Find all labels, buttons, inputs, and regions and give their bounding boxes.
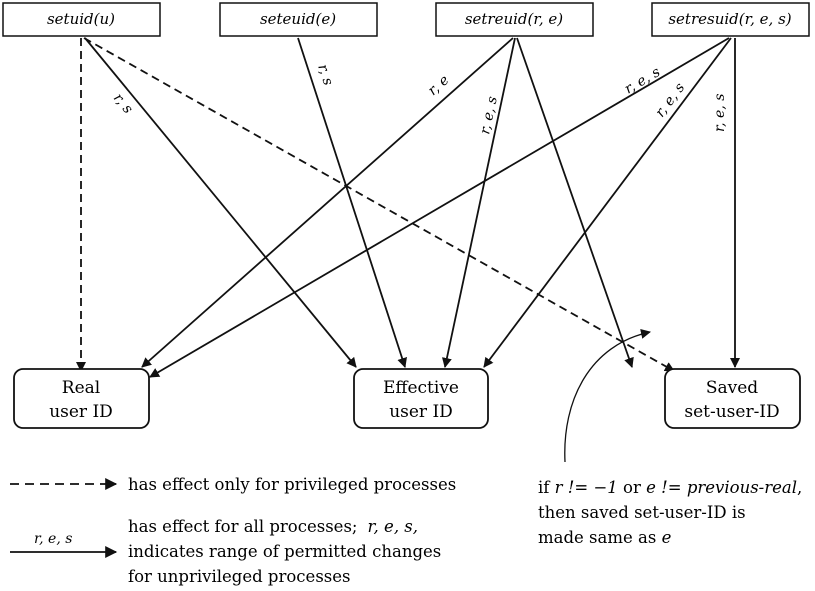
- note-line-3: made same as e: [538, 528, 672, 547]
- svg-text:user ID: user ID: [49, 402, 113, 422]
- svg-text:Real: Real: [62, 378, 100, 398]
- arrow-setuid-effective: [84, 37, 357, 368]
- svg-text:Saved: Saved: [706, 378, 758, 398]
- label-seteuid-effective: r, s: [314, 62, 336, 87]
- legend-solid-text-line2: indicates range of permitted changes: [128, 542, 441, 561]
- legend-dashed-text: has effect only for privileged processes: [128, 475, 456, 494]
- function-setreuid: setreuid(r, e): [435, 2, 594, 37]
- arrow-setresuid-effective: [483, 37, 732, 368]
- svg-text:setuid(u): setuid(u): [47, 10, 115, 28]
- arrow-setreuid-real: [141, 37, 514, 368]
- function-seteuid: seteuid(e): [219, 2, 378, 37]
- legend-solid-label: r, e, s: [34, 531, 72, 547]
- arrow-setreuid-saved: [516, 37, 634, 368]
- label-setresuid-saved: r, e, s: [712, 94, 728, 132]
- svg-text:setreuid(r, e): setreuid(r, e): [465, 10, 563, 28]
- note-line-2: then saved set-user-ID is: [538, 503, 746, 522]
- note-line-1: if r != −1 or e != previous-real,: [538, 478, 802, 497]
- box-saved-set-user-id: Saved set-user-ID: [664, 368, 801, 429]
- svg-text:user ID: user ID: [389, 402, 453, 422]
- label-setresuid-effective: r, e, s: [652, 80, 688, 120]
- svg-text:seteuid(e): seteuid(e): [260, 10, 336, 28]
- note-pointer-arrow: [564, 329, 651, 463]
- svg-text:setresuid(r, e, s): setresuid(r, e, s): [668, 10, 791, 28]
- legend-solid-text: has effect for all processes;r, e, s,: [128, 517, 418, 536]
- label-setresuid-real: r, e, s: [622, 64, 663, 97]
- svg-text:Effective: Effective: [383, 378, 459, 398]
- box-real-user-id: Real user ID: [13, 368, 150, 429]
- arrow-seteuid-effective: [297, 37, 407, 368]
- function-setresuid: setresuid(r, e, s): [651, 2, 810, 37]
- legend-solid-text-line3: for unprivileged processes: [128, 567, 350, 586]
- box-effective-user-id: Effective user ID: [353, 368, 489, 429]
- label-setreuid-effective: r, e, s: [477, 95, 501, 136]
- svg-text:set-user-ID: set-user-ID: [684, 402, 779, 422]
- arrow-setuid-saved: [83, 37, 675, 372]
- arrow-setresuid-real: [149, 37, 730, 378]
- function-setuid: setuid(u): [2, 2, 161, 37]
- arrow-setreuid-effective: [441, 37, 516, 368]
